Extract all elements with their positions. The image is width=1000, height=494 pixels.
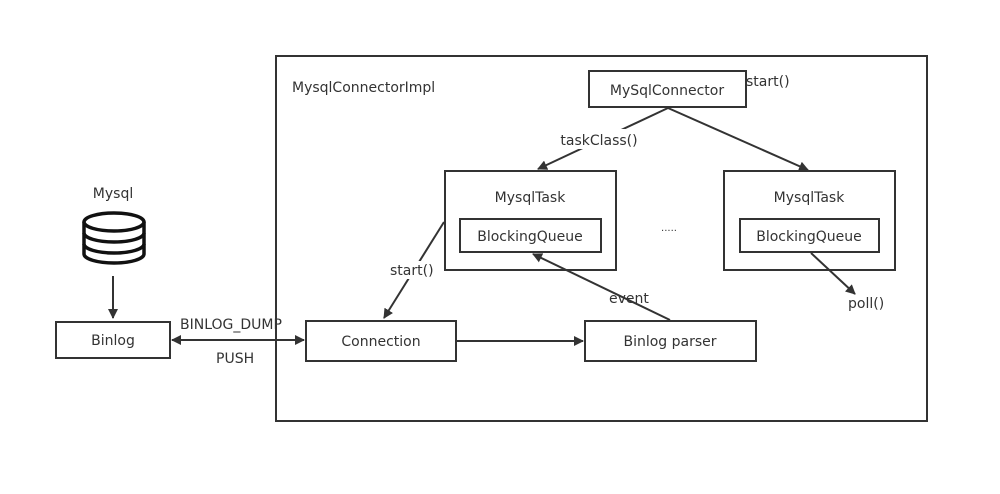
binlog-node[interactable] [55,321,171,359]
binlog-parser-node[interactable] [584,320,757,362]
blocking-queue-2-node[interactable] [739,218,880,253]
task-start-label: start() [390,263,434,279]
push-label: PUSH [216,351,254,367]
connection-label: Connection [341,334,420,350]
database-icon [82,211,146,265]
blocking-queue-2-label: BlockingQueue [756,229,862,245]
mysql-task-1-title: MysqlTask [495,190,567,206]
binlog-label: Binlog [91,333,135,349]
container-label: MysqlConnectorImpl [292,80,435,96]
task-class-label: taskClass() [560,133,637,149]
mysql-label: Mysql [93,186,133,202]
blocking-queue-1-node[interactable] [459,218,602,253]
connector-to-task2-arrow [667,107,809,171]
poll-label: poll() [848,296,884,312]
mysql-connector-node[interactable] [588,70,747,108]
parser-to-queue-arrow [532,253,671,321]
connector-start-label: start() [746,74,790,90]
binlog-parser-label: Binlog parser [623,334,716,350]
mysql-connector-label: MySqlConnector [610,83,724,99]
mysql-task-2-title: MysqlTask [774,190,846,206]
blocking-queue-1-label: BlockingQueue [477,229,583,245]
ellipsis-label: ..... [661,223,677,234]
queue-to-poll-arrow [810,252,856,295]
binlog-dump-label: BINLOG_DUMP [180,317,282,333]
connection-node[interactable] [305,320,457,362]
event-label: event [609,291,649,307]
